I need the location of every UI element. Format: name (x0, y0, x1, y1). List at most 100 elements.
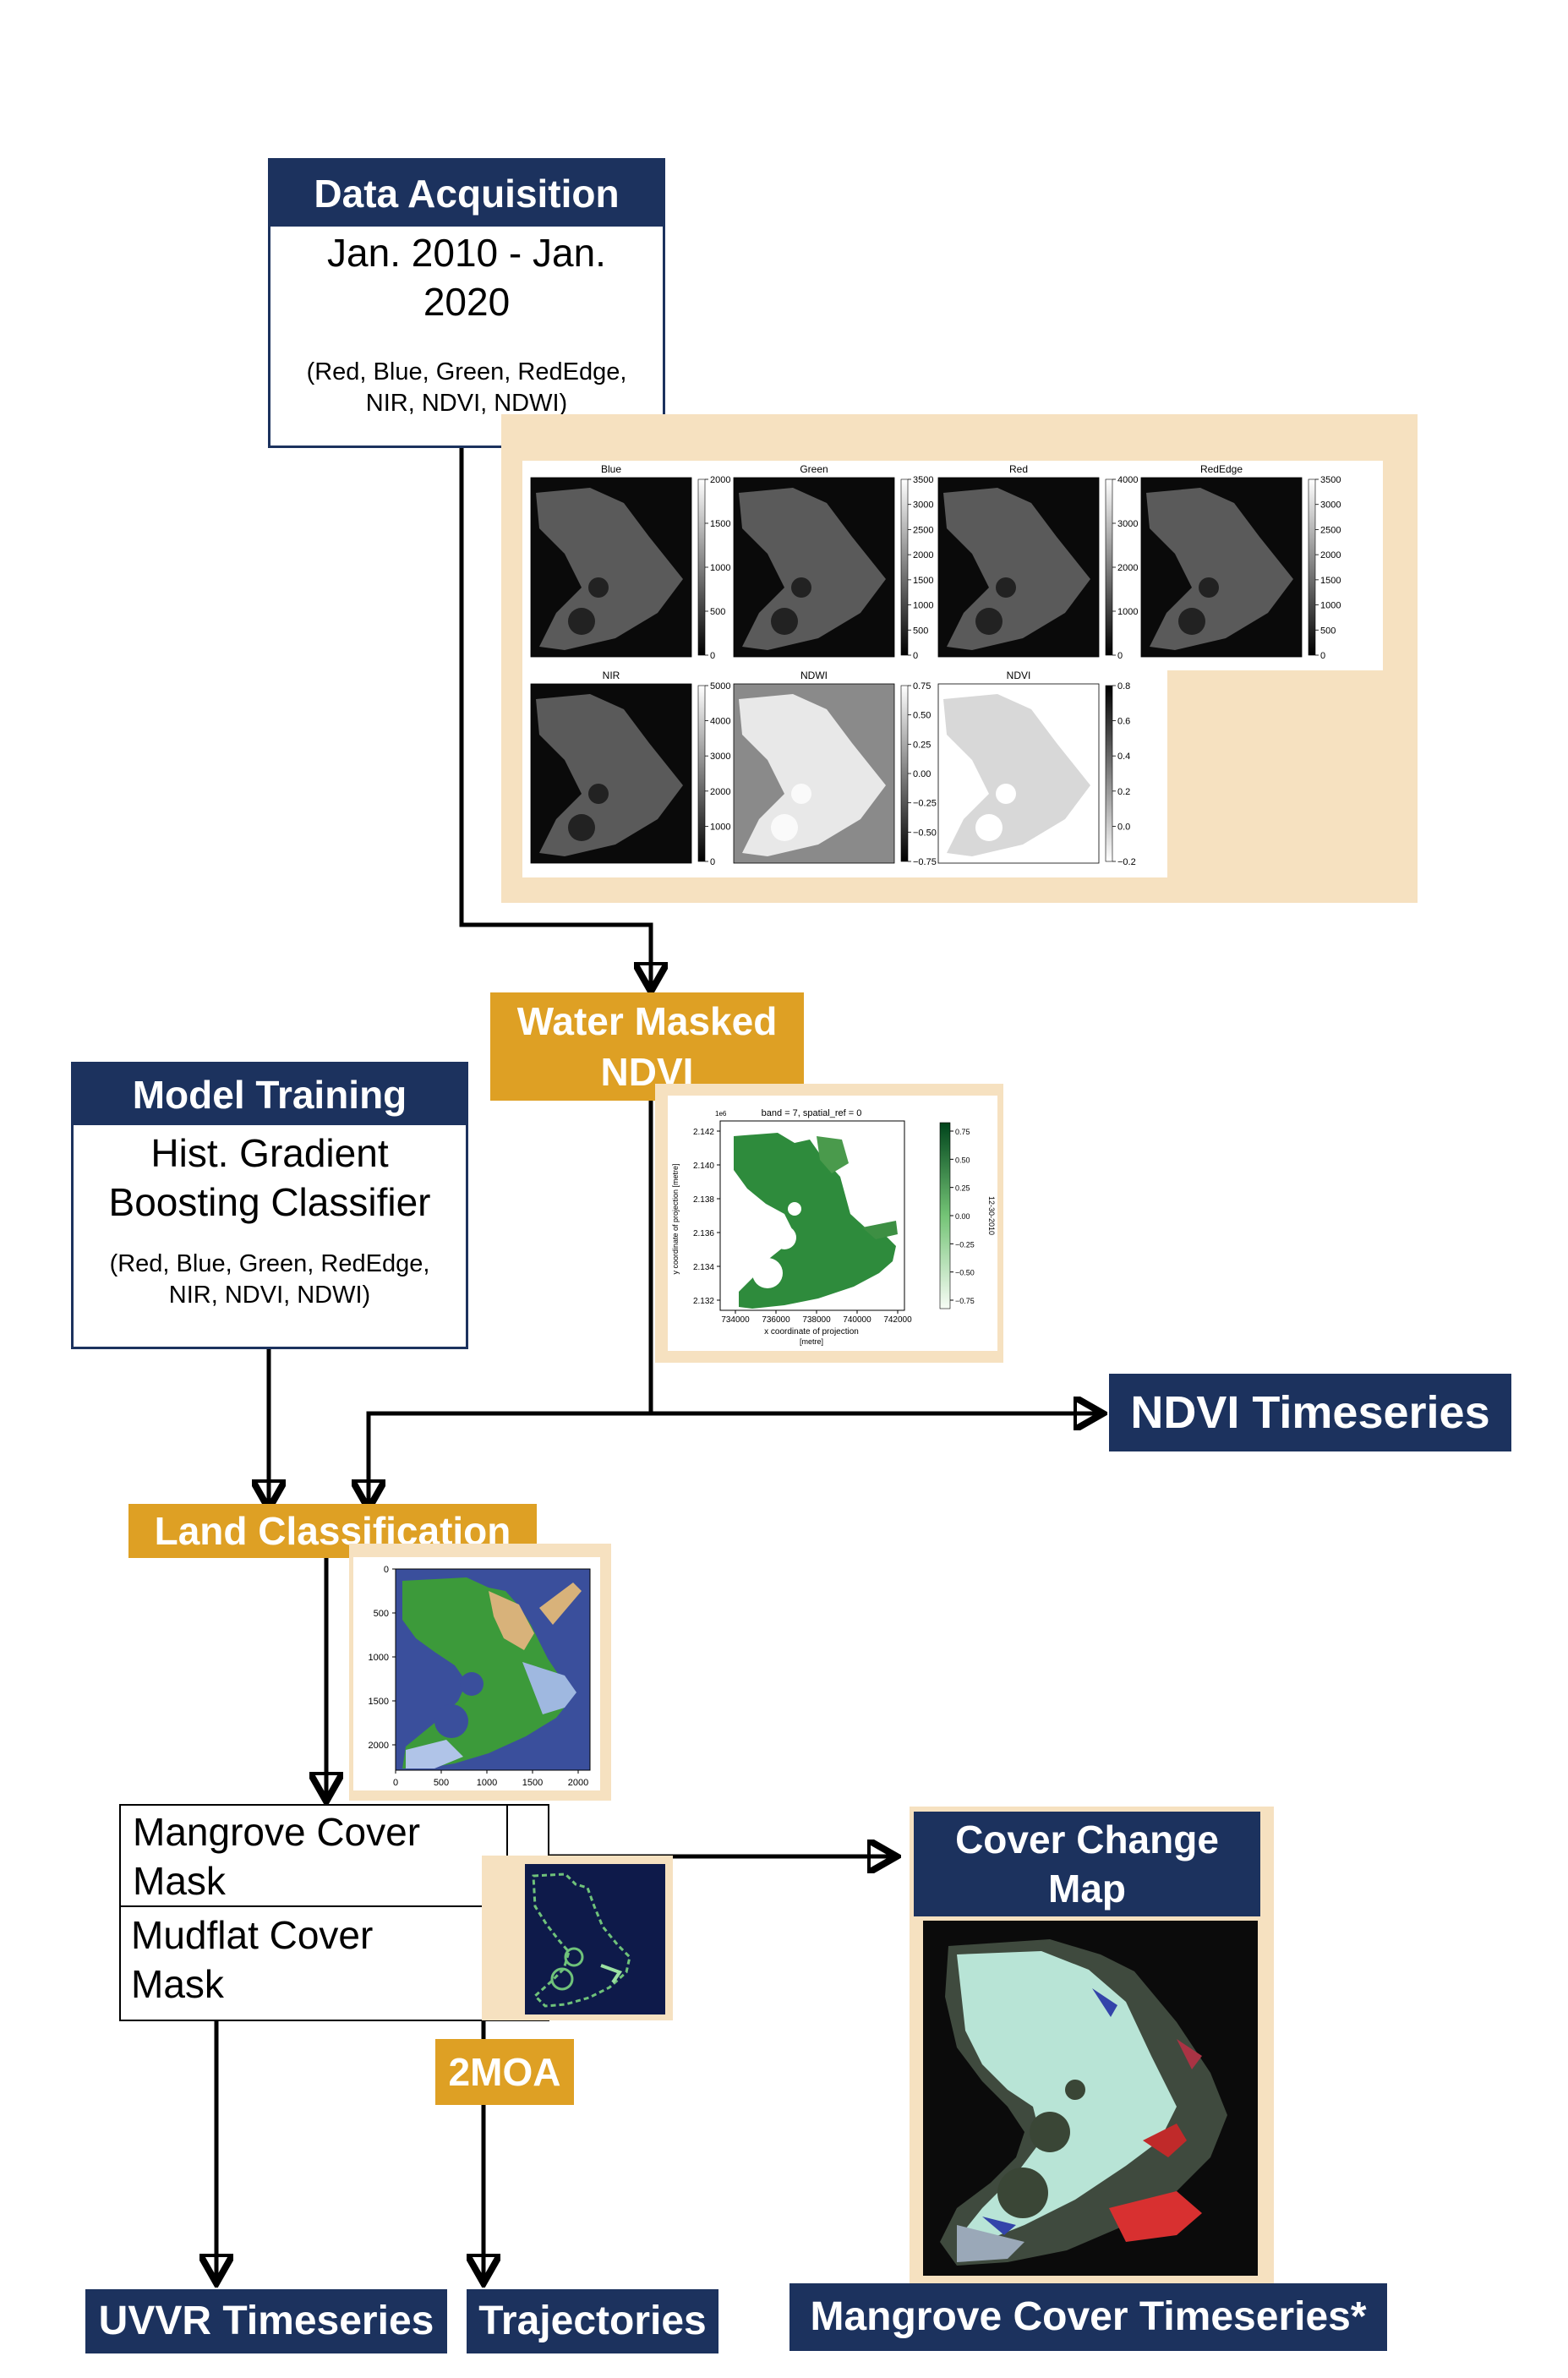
data-acquisition-date-line1: Jan. 2010 - Jan. (327, 231, 606, 275)
band-colorbar-tick-label: 1000 (710, 822, 730, 832)
band-colorbar-tick-label: 500 (1320, 626, 1336, 636)
uvvr-timeseries-label: UVVR Timeseries (85, 2289, 447, 2353)
ndvi-timeseries-label: NDVI Timeseries (1109, 1374, 1511, 1451)
class-ytick-label: 1000 (369, 1653, 389, 1663)
ndvi-plot-offset: 1e6 (715, 1110, 727, 1118)
ndvi-xtick-label: 738000 (802, 1315, 831, 1325)
ndvi-colorbar-tick-label: 0.75 (955, 1128, 970, 1136)
band-panel-colorbar (900, 685, 909, 862)
band-colorbar-tick-label: 3000 (1117, 519, 1138, 529)
mudflat-mask-text: Mudflat Cover Mask (131, 1911, 503, 2009)
band-panel-land (536, 488, 683, 650)
band-colorbar-tick-label: 0.00 (913, 769, 931, 779)
band-panel-colorbar (697, 478, 706, 656)
band-panel-water (975, 814, 1003, 841)
band-colorbar-tick-label: 1000 (710, 563, 730, 573)
band-colorbar-tick-label: 2000 (1117, 563, 1138, 573)
band-panel-water (568, 814, 595, 841)
class-xtick-label: 0 (393, 1778, 398, 1788)
band-colorbar-tick-label: 0.4 (1117, 752, 1130, 762)
data-acquisition-header: Data Acquisition (270, 161, 663, 227)
band-panel-water (588, 784, 609, 804)
class-ytick-label: 2000 (369, 1741, 389, 1751)
data-acquisition-date-line2: 2020 (423, 280, 511, 324)
model-training-bands-line1: (Red, Blue, Green, RedEdge, (109, 1250, 430, 1277)
class-xtick-label: 2000 (568, 1778, 588, 1788)
band-colorbar-tick-label: 3000 (1320, 500, 1341, 511)
band-panel-land (739, 694, 886, 856)
band-panel-colorbar (1105, 685, 1113, 862)
band-colorbar-tick-label: 1500 (1320, 576, 1341, 586)
cover-change-label: Cover Change Map (914, 1812, 1260, 1916)
mudflat-mask-line1: Mudflat Cover (131, 1913, 374, 1957)
water-masked-line1: Water Masked (516, 999, 778, 1043)
band-colorbar-tick-label: 1500 (913, 576, 933, 586)
band-colorbar-tick-label: 0.8 (1117, 681, 1130, 692)
band-colorbar-tick-label: 3500 (913, 475, 933, 485)
band-panel-land (943, 694, 1090, 856)
ndvi-colorbar-tick-label: 0.25 (955, 1184, 970, 1193)
band-panel-water (1178, 608, 1205, 635)
data-acquisition-bands-line2: NIR, NDVI, NDWI) (365, 390, 568, 417)
ndvi-xlabel-2: [metre] (800, 1337, 823, 1346)
ndvi-colorbar-tick-label: −0.25 (955, 1240, 975, 1249)
arrow-acq-to-water (459, 448, 651, 987)
band-panel-land (739, 488, 886, 650)
class-ytick-label: 500 (374, 1609, 389, 1619)
ndvi-colorbar-tick-label: −0.50 (955, 1269, 975, 1277)
model-training-header: Model Training (74, 1064, 466, 1125)
mangrove-mask-line1: Mangrove Cover (133, 1810, 421, 1854)
band-colorbar-tick-label: 500 (913, 626, 928, 636)
ndvi-ylabel: y coordinate of projection [metre] (671, 1163, 680, 1274)
model-training-box: Model Training Hist. Gradient Boosting C… (71, 1062, 468, 1349)
band-panel-title: NDVI (1007, 670, 1031, 681)
model-training-line1: Hist. Gradient (150, 1131, 389, 1175)
band-panel-water (771, 608, 798, 635)
band-colorbar-tick-label: 0.50 (913, 711, 931, 721)
ndvi-ytick-label: 2.138 (693, 1195, 714, 1205)
band-colorbar-tick-label: 4000 (710, 717, 730, 727)
water-masked-ndvi-label: Water Masked NDVI (490, 992, 804, 1101)
ndvi-colorbar-tick-label: −0.75 (955, 1297, 975, 1305)
band-panel-title: NIR (603, 670, 620, 681)
band-panel-title: Green (800, 463, 828, 475)
arrow-to-land-class-right (369, 1411, 651, 1505)
model-training-line2: Boosting Classifier (108, 1180, 431, 1224)
band-colorbar-tick-label: 2000 (710, 787, 730, 797)
cover-change-image (923, 1921, 1258, 2276)
band-panel-title: NDWI (800, 670, 828, 681)
ndvi-xtick-label: 734000 (721, 1315, 750, 1325)
class-ytick-label: 0 (384, 1565, 389, 1575)
ndvi-ytick-label: 2.134 (693, 1263, 714, 1272)
twomoa-label: 2MOA (435, 2039, 574, 2105)
trajectories-label: Trajectories (467, 2289, 718, 2353)
band-colorbar-tick-label: 0.75 (913, 681, 931, 692)
band-colorbar-tick-label: 2000 (1320, 550, 1341, 560)
band-colorbar-tick-label: 0 (710, 857, 715, 867)
ndvi-colorbar-label: 12-30-2010 (987, 1196, 996, 1235)
band-colorbar-tick-label: 0 (710, 651, 715, 661)
band-panel-water (588, 577, 609, 598)
ndvi-ytick-label: 2.142 (693, 1128, 714, 1137)
band-panel-title: RedEdge (1200, 463, 1243, 475)
model-training-bands-line2: NIR, NDVI, NDWI) (168, 1282, 371, 1309)
band-panel-water (791, 577, 811, 598)
band-colorbar-tick-label: 0 (1320, 651, 1325, 661)
band-panel-colorbar (697, 685, 706, 862)
band-colorbar-tick-label: 1000 (1117, 607, 1138, 617)
band-colorbar-tick-label: 1000 (913, 601, 933, 611)
band-panel-water (771, 814, 798, 841)
band-colorbar-tick-label: 2000 (913, 550, 933, 560)
band-panels-figure: Blue2000150010005000Green350030002500200… (522, 461, 1383, 877)
band-colorbar-tick-label: 0.2 (1117, 787, 1130, 797)
band-panel-land (943, 488, 1090, 650)
ndvi-plot: band = 7, spatial_ref = 0 1e6 2.1422.140… (668, 1096, 997, 1351)
band-colorbar-tick-label: 500 (710, 607, 725, 617)
ndvi-colorbar-tick-label: 0.00 (955, 1212, 970, 1221)
band-colorbar-tick-label: 2500 (913, 525, 933, 535)
